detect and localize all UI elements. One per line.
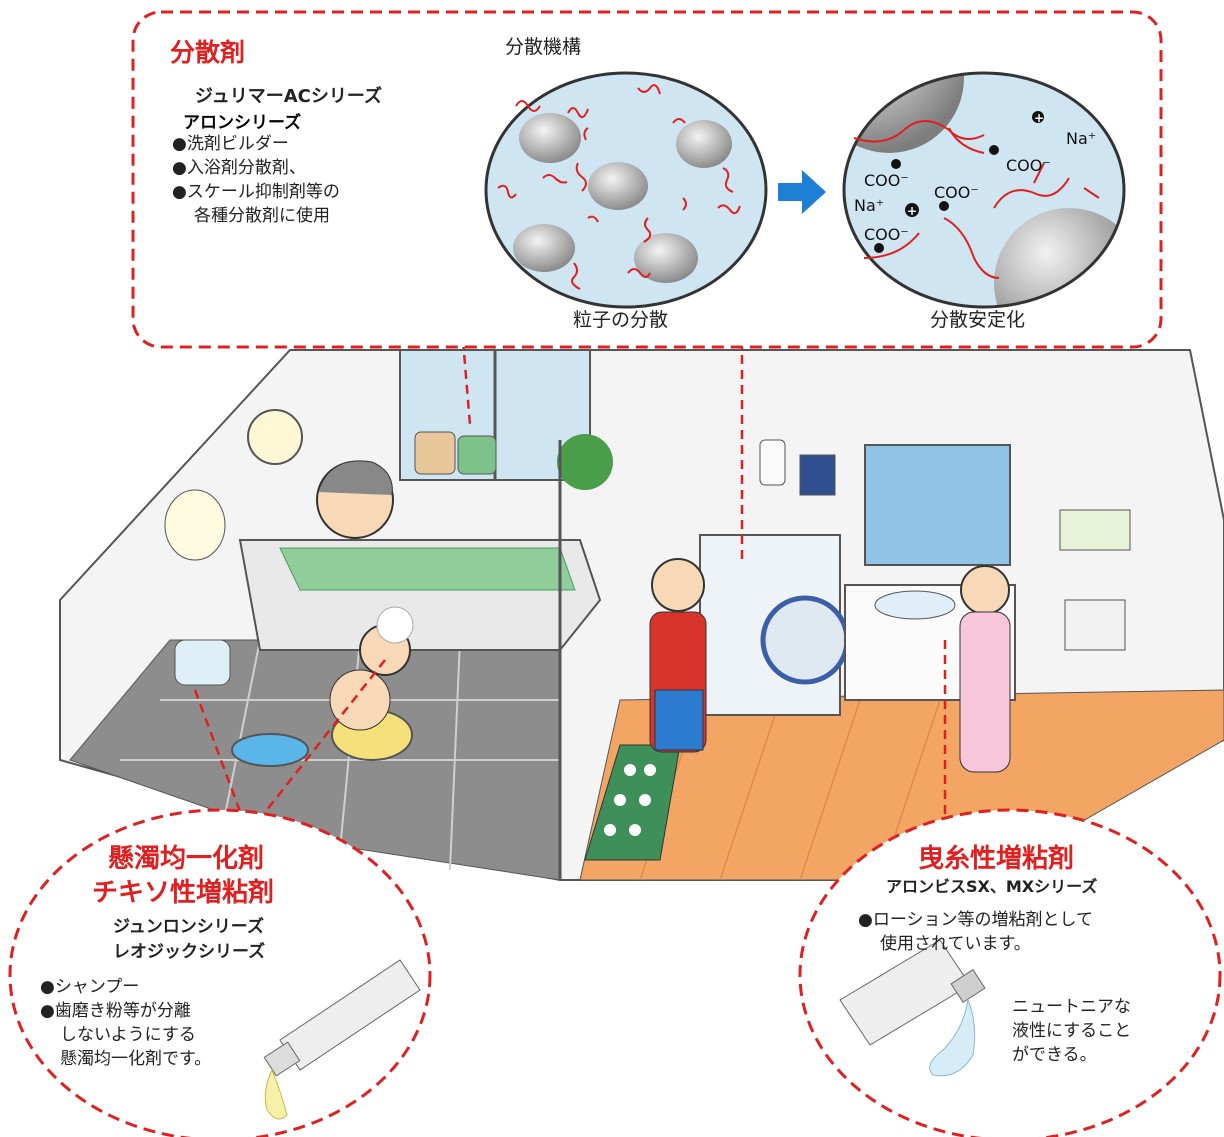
bath-water <box>279 547 576 591</box>
suspension-title-1: 懸濁均一化剤 <box>108 844 265 874</box>
particle <box>634 233 698 283</box>
dispersant-use-4: 各種分散剤に使用 <box>194 206 330 226</box>
particle <box>588 162 648 210</box>
svg-text:+: + <box>1034 111 1044 125</box>
thickener-callout-frame <box>798 808 1222 1137</box>
toothpaste-tube-icon <box>263 959 421 1120</box>
thickener-series: アロンビスSX、MXシリーズ <box>886 877 1098 896</box>
wall-lamp <box>247 409 303 465</box>
mechanism-label: 分散機構 <box>505 36 582 58</box>
svg-text:+: + <box>907 204 917 218</box>
mother-head <box>651 558 705 612</box>
ion-label: Na⁺ <box>854 196 884 215</box>
suspension-use-3: しないようにする <box>60 1025 196 1045</box>
suspension-series-1: ジュンロンシリーズ <box>113 917 264 937</box>
vanity-mirror <box>864 444 1011 566</box>
dispersant-use-3: ●スケール抑制剤等の <box>172 182 340 202</box>
suspension-series-2: レオジックシリーズ <box>113 942 266 962</box>
thickener-title: 曳糸性増粘剤 <box>918 844 1075 874</box>
shampoo-bottles <box>174 639 231 686</box>
dispersant-use-1: ●洗剤ビルダー <box>172 134 289 154</box>
ion-label: Na⁺ <box>1066 129 1096 148</box>
suspension-callout-frame <box>8 808 432 1137</box>
dispersant-series-1: ジュリマーACシリーズ <box>195 86 382 107</box>
suspension-use-4: 懸濁均一化剤です。 <box>60 1049 212 1069</box>
suspension-uses: ●シャンプー ●歯磨き粉等が分離 しないようにする 懸濁均一化剤です。 <box>40 975 211 1071</box>
towel-shelf <box>1059 509 1131 551</box>
left-circle-caption: 粒子の分散 <box>573 309 669 331</box>
dispersant-series-2: アロンシリーズ <box>183 113 302 133</box>
lotion-tube-icon <box>839 939 986 1077</box>
plant <box>557 434 613 490</box>
thickener-uses: ●ローション等の増粘剤として 使用されています。 <box>858 908 1093 956</box>
transition-arrow-icon <box>778 170 826 214</box>
particle-dispersion-circle <box>484 71 768 309</box>
particle <box>513 224 575 272</box>
dispersion-stabilization-circle: + Na⁺ COO⁻ COO⁻ Na⁺ + COO⁻ COO⁻ <box>842 71 1126 309</box>
wash-basin <box>231 733 309 767</box>
ion-label: COO⁻ <box>934 183 979 202</box>
right-circle-caption: 分散安定化 <box>930 309 1026 331</box>
thickener-note-1: ニュートニアな <box>1012 997 1131 1017</box>
suspension-use-1: ●シャンプー <box>40 977 140 997</box>
ion-label: COO⁻ <box>864 225 909 244</box>
thickener-note-3: ができる。 <box>1012 1045 1097 1065</box>
ion-label: COO⁻ <box>864 171 909 190</box>
thickener-note-2: 液性にすること <box>1012 1021 1132 1041</box>
suspension-title-2: チキソ性増粘剤 <box>92 878 275 908</box>
particle <box>676 120 732 168</box>
particle <box>519 113 581 163</box>
suspension-use-2: ●歯磨き粉等が分離 <box>40 1001 191 1021</box>
dispersant-uses: ●洗剤ビルダー ●入浴剤分散剤、 ●スケール抑制剤等の 各種分散剤に使用 <box>172 132 340 228</box>
thickener-use-1: ●ローション等の増粘剤として <box>858 910 1093 930</box>
dispersant-title: 分散剤 <box>170 38 246 67</box>
dispersant-use-2: ●入浴剤分散剤、 <box>172 158 306 178</box>
thickener-note: ニュートニアな 液性にすること ができる。 <box>1012 995 1131 1067</box>
ion-label: COO⁻ <box>1006 156 1051 175</box>
thickener-use-2: 使用されています。 <box>880 934 1031 954</box>
